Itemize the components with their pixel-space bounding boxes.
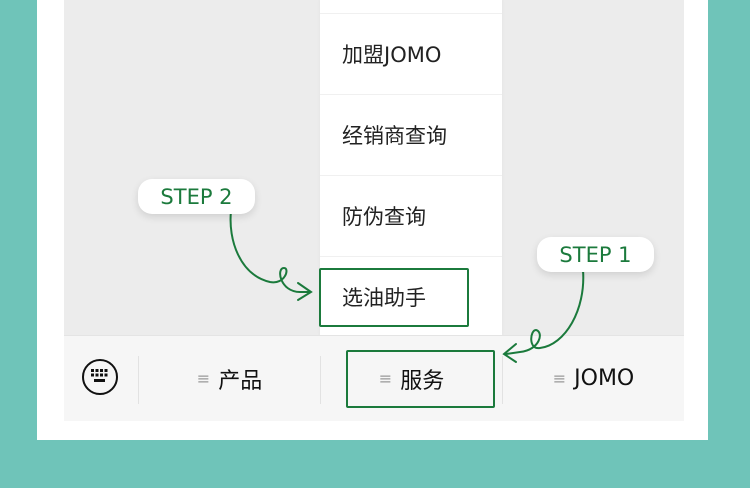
step2-arrow [229, 210, 311, 293]
highlight-services-tab [346, 350, 495, 408]
divider [138, 356, 139, 404]
menu-item-label: 经销商查询 [342, 123, 447, 148]
step2-arrowhead [297, 282, 313, 301]
step1-arrowhead [502, 343, 517, 363]
step1-label: STEP 1 [537, 237, 654, 272]
service-submenu: 加盟JOMO 经销商查询 防伪查询 选油助手 [320, 0, 502, 335]
divider [502, 356, 503, 404]
menu-item-oil-assistant[interactable]: 选油助手 [320, 256, 502, 336]
menu-item-label: 加盟JOMO [342, 42, 442, 67]
tab-label: 服务 [400, 368, 445, 394]
tab-label: JOMO [574, 366, 635, 391]
tab-services[interactable]: ≡ 服务 [321, 336, 502, 421]
menu-item-label: 选油助手 [342, 285, 426, 310]
keyboard-icon[interactable] [82, 359, 118, 395]
menu-item-label: 防伪查询 [342, 204, 426, 229]
step2-label: STEP 2 [138, 179, 255, 214]
step2-text: STEP 2 [160, 184, 233, 209]
menu-item-dealer-search[interactable]: 经销商查询 [320, 94, 502, 174]
step1-arrow [505, 269, 585, 355]
menu-lines-icon: ≡ [378, 369, 393, 388]
menu-item-join-jomo[interactable]: 加盟JOMO [320, 13, 502, 93]
divider [320, 356, 321, 404]
tab-label: 产品 [218, 368, 263, 394]
tab-jomo[interactable]: ≡ JOMO [503, 336, 684, 421]
step1-text: STEP 1 [559, 242, 632, 267]
tab-products[interactable]: ≡ 产品 [139, 336, 320, 421]
menu-item-anti-counterfeit[interactable]: 防伪查询 [320, 175, 502, 255]
highlight-oil-assistant [319, 268, 469, 327]
menu-lines-icon: ≡ [196, 369, 211, 388]
menu-lines-icon: ≡ [552, 369, 567, 388]
